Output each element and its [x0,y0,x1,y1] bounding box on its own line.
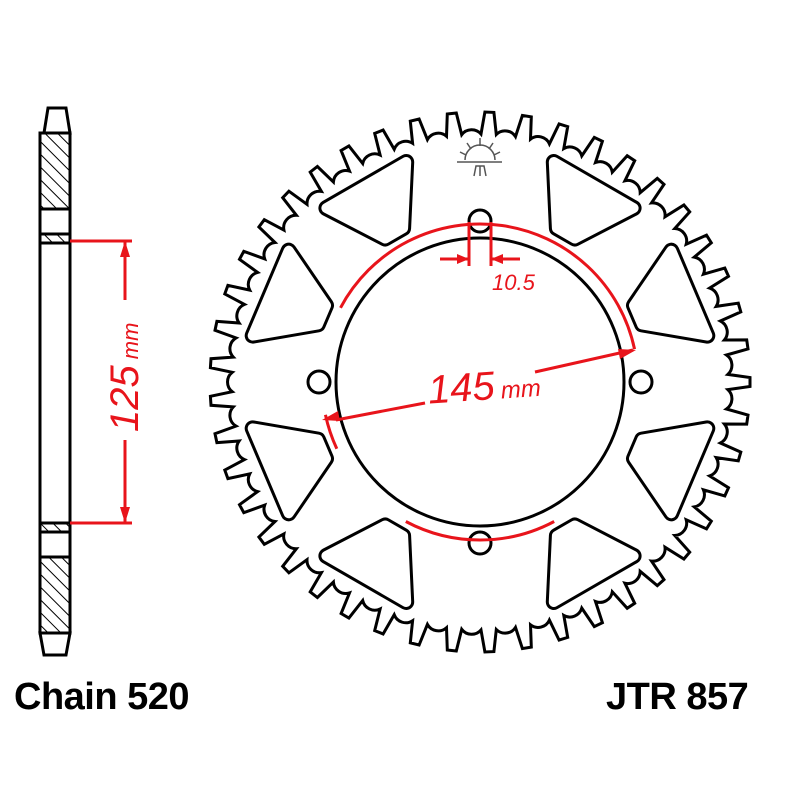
rising-sun-logo [457,138,502,177]
lightening-window [629,423,713,519]
sprocket-teeth-outline [208,110,752,654]
side-view [38,106,72,657]
bolt-hole-dimension [440,222,520,266]
bolt-hole [628,369,654,395]
side-dimension-label: 125mm [103,323,147,432]
part-number-label: JTR 857 [606,676,749,718]
chain-label: Chain 520 [14,676,190,718]
lightening-window [548,520,639,607]
lightening-window [548,157,639,244]
bolt-hole [467,530,493,556]
center-bore [334,236,626,528]
bolt-hole-label: 10.5 [492,270,536,295]
lightening-window [321,157,412,244]
side-dimension [70,239,132,525]
bolt-hole [467,208,493,234]
lightening-window [321,520,412,607]
lightening-window [629,245,713,341]
lightening-window [247,245,331,341]
bolt-hole [306,369,332,395]
lightening-window [247,423,331,519]
pcd-dimension [322,222,637,542]
sprocket-front-view [208,110,752,654]
